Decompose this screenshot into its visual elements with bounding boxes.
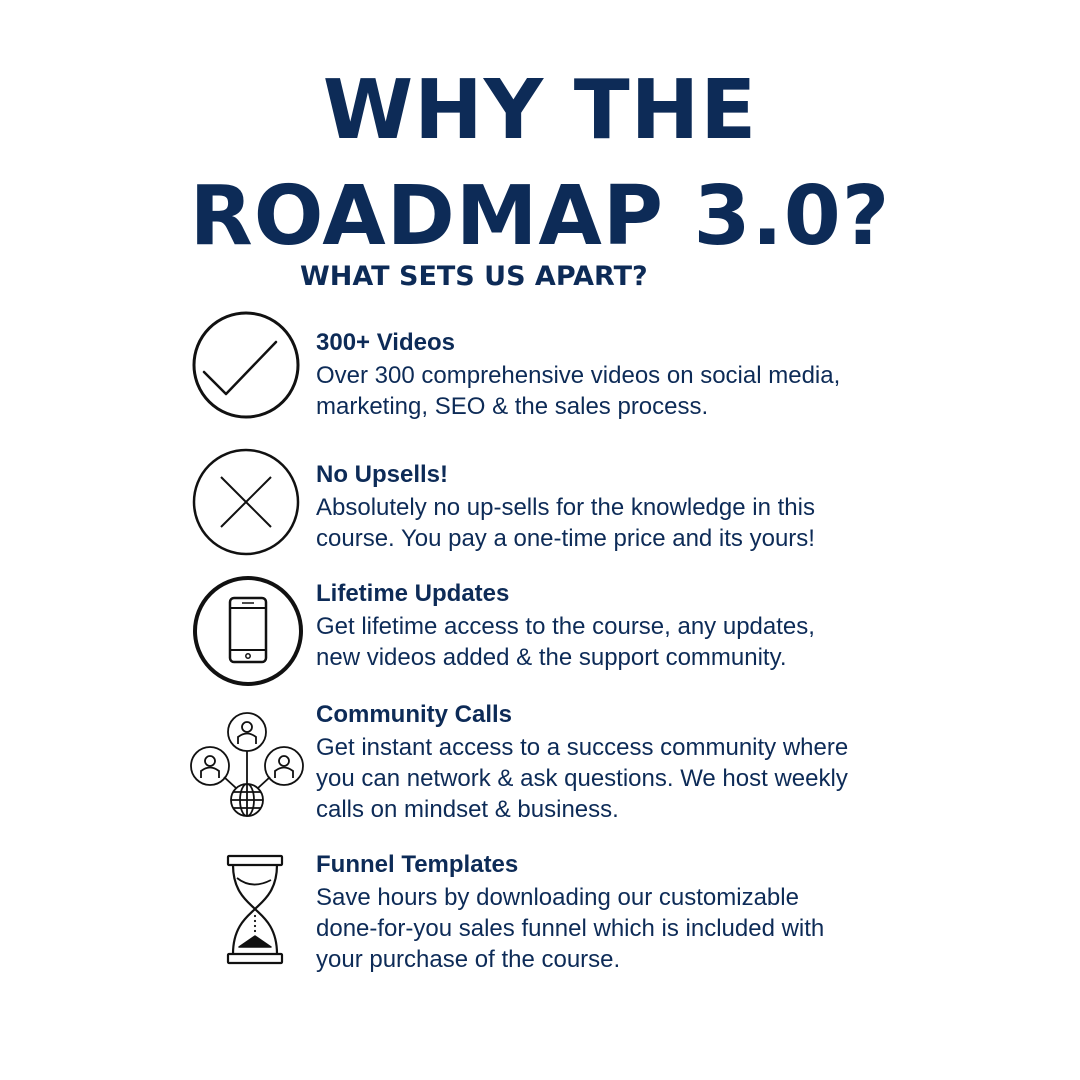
feature-heading: 300+ Videos — [316, 329, 455, 356]
feature-heading: Community Calls — [316, 701, 513, 728]
feature-heading: No Upsells! — [316, 461, 449, 488]
feature-description: Get instant access to a success communit… — [316, 734, 849, 823]
feature-description: Save hours by downloading our customizab… — [316, 884, 825, 973]
feature-description: Over 300 comprehensive videos on social … — [316, 362, 841, 420]
hourglass-icon — [226, 854, 284, 965]
feature-heading: Funnel Templates — [316, 851, 519, 878]
smartphone-circle-icon — [193, 576, 303, 686]
page-title-line-2: ROADMAP 3.0? — [189, 169, 891, 264]
page-title-line-1: WHY THE — [322, 63, 758, 158]
feature-description: Absolutely no up-sells for the knowledge… — [316, 494, 815, 552]
x-circle-icon — [192, 448, 300, 556]
page-subtitle: WHAT SETS US APART? — [300, 261, 648, 292]
checkmark-circle-icon — [192, 311, 300, 419]
feature-heading: Lifetime Updates — [316, 580, 510, 607]
community-network-icon — [190, 712, 304, 817]
feature-description: Get lifetime access to the course, any u… — [316, 613, 815, 671]
